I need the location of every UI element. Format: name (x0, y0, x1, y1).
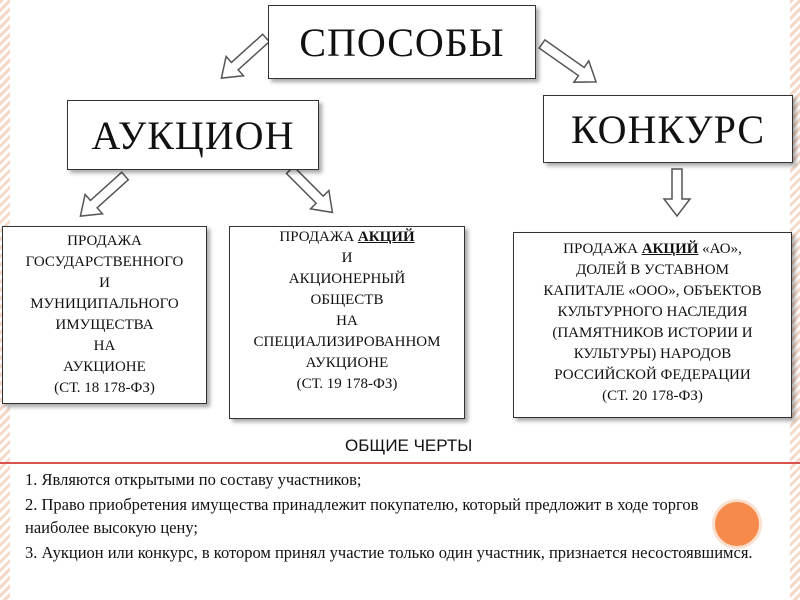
leaf-auction-state-property: Продажа государственного и муниципальног… (2, 226, 207, 404)
common-features-list: 1. Являются открытыми по составу участни… (25, 468, 760, 566)
arrow-root-to-auction (220, 33, 271, 80)
leaf-right-line-2: долей в уставном (576, 262, 729, 278)
arrow-auction-to-middle-leaf (285, 165, 334, 214)
section-divider (0, 462, 800, 464)
auction-node-label: АУКЦИОН (91, 112, 295, 158)
leaf-middle-line-7: аукционе (305, 355, 389, 371)
leaf-left-line-8: (ст. 18 178-ФЗ) (54, 380, 155, 396)
decorative-circle (712, 499, 762, 549)
contest-node-label: КОНКУРС (570, 106, 766, 152)
contest-node: КОНКУРС (543, 95, 793, 163)
arrow-auction-to-left-leaf (79, 171, 130, 218)
leaf-middle-line-6: специализированном (253, 334, 441, 350)
common-feature-item-3: 3. Аукцион или конкурс, в котором принял… (25, 543, 753, 562)
right-stripe-decoration (790, 0, 800, 600)
leaf-right-line-7: Российской Федерации (554, 367, 751, 383)
leaf-right-line-5: (памятников истории и (552, 325, 753, 341)
leaf-right-shares-underlined: акций (641, 241, 699, 257)
leaf-right-line-4: культурного наследия (557, 304, 748, 320)
common-feature-item-1: 1. Являются открытыми по составу участни… (25, 470, 362, 489)
leaf-middle-line-4: обществ (310, 292, 384, 308)
leaf-right-line-1-post: «АО», (698, 241, 742, 257)
leaf-right-line-3: капитале «ООО», объектов (543, 283, 762, 299)
common-features-title: ОБЩИЕ ЧЕРТЫ (345, 436, 473, 455)
arrow-contest-to-right-leaf (662, 168, 692, 218)
leaf-middle-line-3: акционерный (288, 271, 406, 287)
root-node: СПОСОБЫ (268, 5, 536, 79)
leaf-left-line-2: государственного (25, 254, 184, 270)
leaf-middle-line-1: продажа акций (230, 227, 464, 248)
leaf-left-line-6: на (93, 338, 116, 354)
leaf-left-line-5: имущества (55, 317, 154, 333)
leaf-middle-line-2: и (341, 250, 353, 266)
leaf-middle-shares-underlined: акций (357, 229, 415, 245)
leaf-right-line-1-pre: продажа (563, 241, 642, 257)
leaf-right-line-6: культуры) народов (573, 346, 732, 362)
arrow-root-to-contest (538, 38, 598, 83)
leaf-right-line-8: (ст. 20 178-ФЗ) (602, 388, 703, 404)
leaf-middle-line-5: на (336, 313, 358, 329)
common-feature-item-2: 2. Право приобретения имущества принадле… (25, 495, 699, 537)
leaf-left-line-7: аукционе (63, 359, 146, 375)
leaf-contest-shares: продажа акций «АО», долей в уставном кап… (513, 232, 792, 418)
leaf-middle-line-1-pre: продажа (279, 229, 358, 245)
leaf-left-line-1: Продажа (67, 233, 142, 249)
leaf-left-line-3: и (99, 275, 110, 291)
root-node-label: СПОСОБЫ (299, 19, 505, 65)
leaf-middle-line-8: (ст. 19 178-ФЗ) (296, 376, 398, 392)
leaf-specialized-auction: продажа акций и акционерный обществ на с… (229, 226, 465, 419)
leaf-right-line-1: продажа акций «АО», (514, 239, 791, 260)
auction-node: АУКЦИОН (67, 100, 319, 170)
leaf-left-line-4: муниципального (30, 296, 179, 312)
